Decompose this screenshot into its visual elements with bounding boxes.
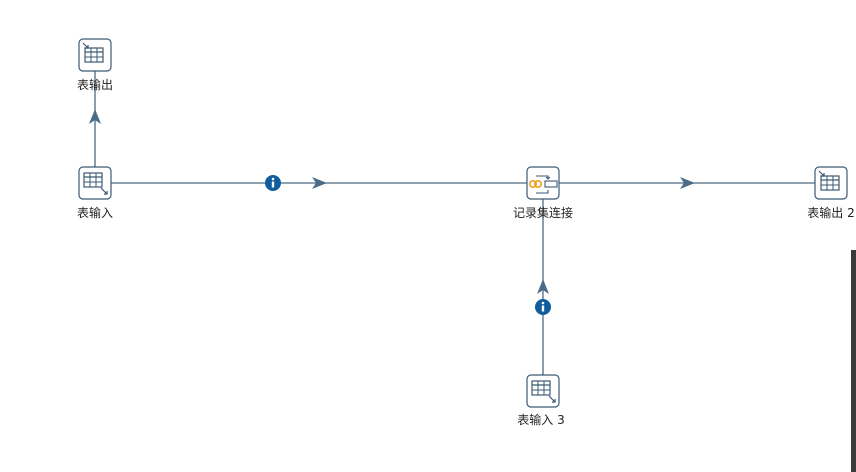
- step-table-output-2[interactable]: 表输出 2: [807, 166, 855, 220]
- table-output-2-icon: [818, 170, 840, 191]
- step-label-merge-join: 记录集连接: [513, 205, 573, 220]
- steps-layer: 表输出 表输入 记录集连接: [77, 38, 855, 427]
- step-merge-join[interactable]: 记录集连接: [513, 166, 573, 220]
- step-table-output[interactable]: 表输出: [77, 38, 113, 92]
- hop-arrowhead: [89, 109, 101, 124]
- table-input-3-icon: [531, 380, 556, 403]
- step-label-table-output: 表输出: [77, 77, 113, 92]
- table-output-icon: [82, 42, 104, 63]
- hop-merge-join-to-table-output-2[interactable]: [559, 177, 815, 189]
- hop-table-input-to-merge-join[interactable]: [111, 175, 527, 191]
- step-table-input-3[interactable]: 表输入 3: [517, 374, 565, 427]
- step-label-table-input-3: 表输入 3: [517, 412, 564, 427]
- info-icon[interactable]: [265, 175, 281, 191]
- hop-table-input-to-table-output[interactable]: [89, 71, 101, 167]
- step-label-table-output-2: 表输出 2: [807, 205, 854, 220]
- table-input-icon: [83, 172, 108, 195]
- info-icon[interactable]: [535, 299, 551, 315]
- step-label-table-input: 表输入: [77, 205, 113, 220]
- hop-table-input-3-to-merge-join[interactable]: [535, 199, 551, 375]
- hop-arrowhead: [312, 177, 327, 189]
- scrollbar-edge[interactable]: [851, 250, 856, 472]
- hop-arrowhead: [537, 279, 549, 294]
- step-table-input[interactable]: 表输入: [77, 166, 113, 220]
- hop-arrowhead: [680, 177, 695, 189]
- merge-join-icon: [528, 175, 558, 194]
- hops-layer: [89, 71, 815, 375]
